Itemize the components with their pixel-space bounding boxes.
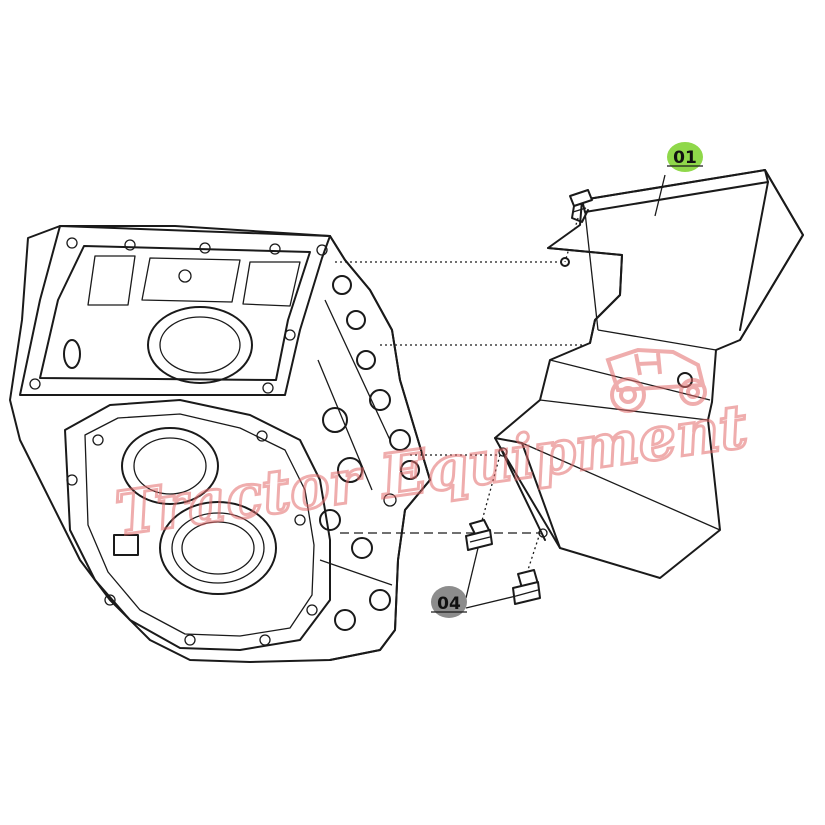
lower-seal-bore xyxy=(159,501,277,595)
guide-line-bolt-2 xyxy=(523,532,541,583)
upper-seal-bore-inner xyxy=(133,437,207,495)
gear-housing xyxy=(9,225,431,663)
callout-01-bubble xyxy=(667,142,703,172)
upper-seal-bore xyxy=(121,427,219,505)
front-face-plate xyxy=(64,399,331,651)
callout-04: 04 xyxy=(431,547,517,618)
cover-plate-part-01 xyxy=(494,169,804,579)
tractor-icon xyxy=(605,347,707,413)
square-boss xyxy=(113,534,139,556)
callout-01: 01 xyxy=(654,142,703,217)
callout-01-leader xyxy=(654,174,666,217)
lower-face-fold xyxy=(521,442,721,531)
side-rib xyxy=(317,299,393,586)
frame-bore-inner xyxy=(159,316,241,374)
frame-bolt-holes xyxy=(29,237,328,394)
front-face-plate-inner xyxy=(84,413,315,637)
top-frame-inner xyxy=(39,245,311,381)
lower-seal-bore-inner xyxy=(171,512,265,584)
callout-04-label: 04 xyxy=(437,594,461,614)
mid-face-fold xyxy=(584,211,717,351)
side-hole xyxy=(63,339,81,369)
upper-mount-tab xyxy=(547,247,623,344)
right-side-edge xyxy=(739,169,804,341)
callout-04-leader-a xyxy=(465,547,479,599)
inner-compartment-c xyxy=(242,261,301,307)
upper-mount-hole xyxy=(560,257,570,267)
lower-mount-hole-1 xyxy=(498,447,508,457)
frame-bore-outer xyxy=(147,306,253,384)
inner-compartment-b xyxy=(141,257,241,303)
bolt-04-b xyxy=(512,569,541,605)
lower-mount-hole-2 xyxy=(538,528,548,538)
assembly-guide-lines xyxy=(335,217,588,583)
side-bosses xyxy=(319,275,420,631)
right-side-face xyxy=(329,235,431,661)
callout-04-leader-b xyxy=(465,595,517,609)
callout-01-label: 01 xyxy=(673,148,697,168)
cover-plate-outline xyxy=(494,169,804,579)
bolt-04-a xyxy=(465,519,493,551)
top-frame-outer xyxy=(19,225,331,396)
bolt-top xyxy=(569,189,593,223)
inner-compartment-a xyxy=(87,255,136,306)
lower-seal-bore-core xyxy=(181,521,255,575)
callout-04-bubble xyxy=(431,586,467,618)
face-bolt-holes xyxy=(66,430,318,646)
